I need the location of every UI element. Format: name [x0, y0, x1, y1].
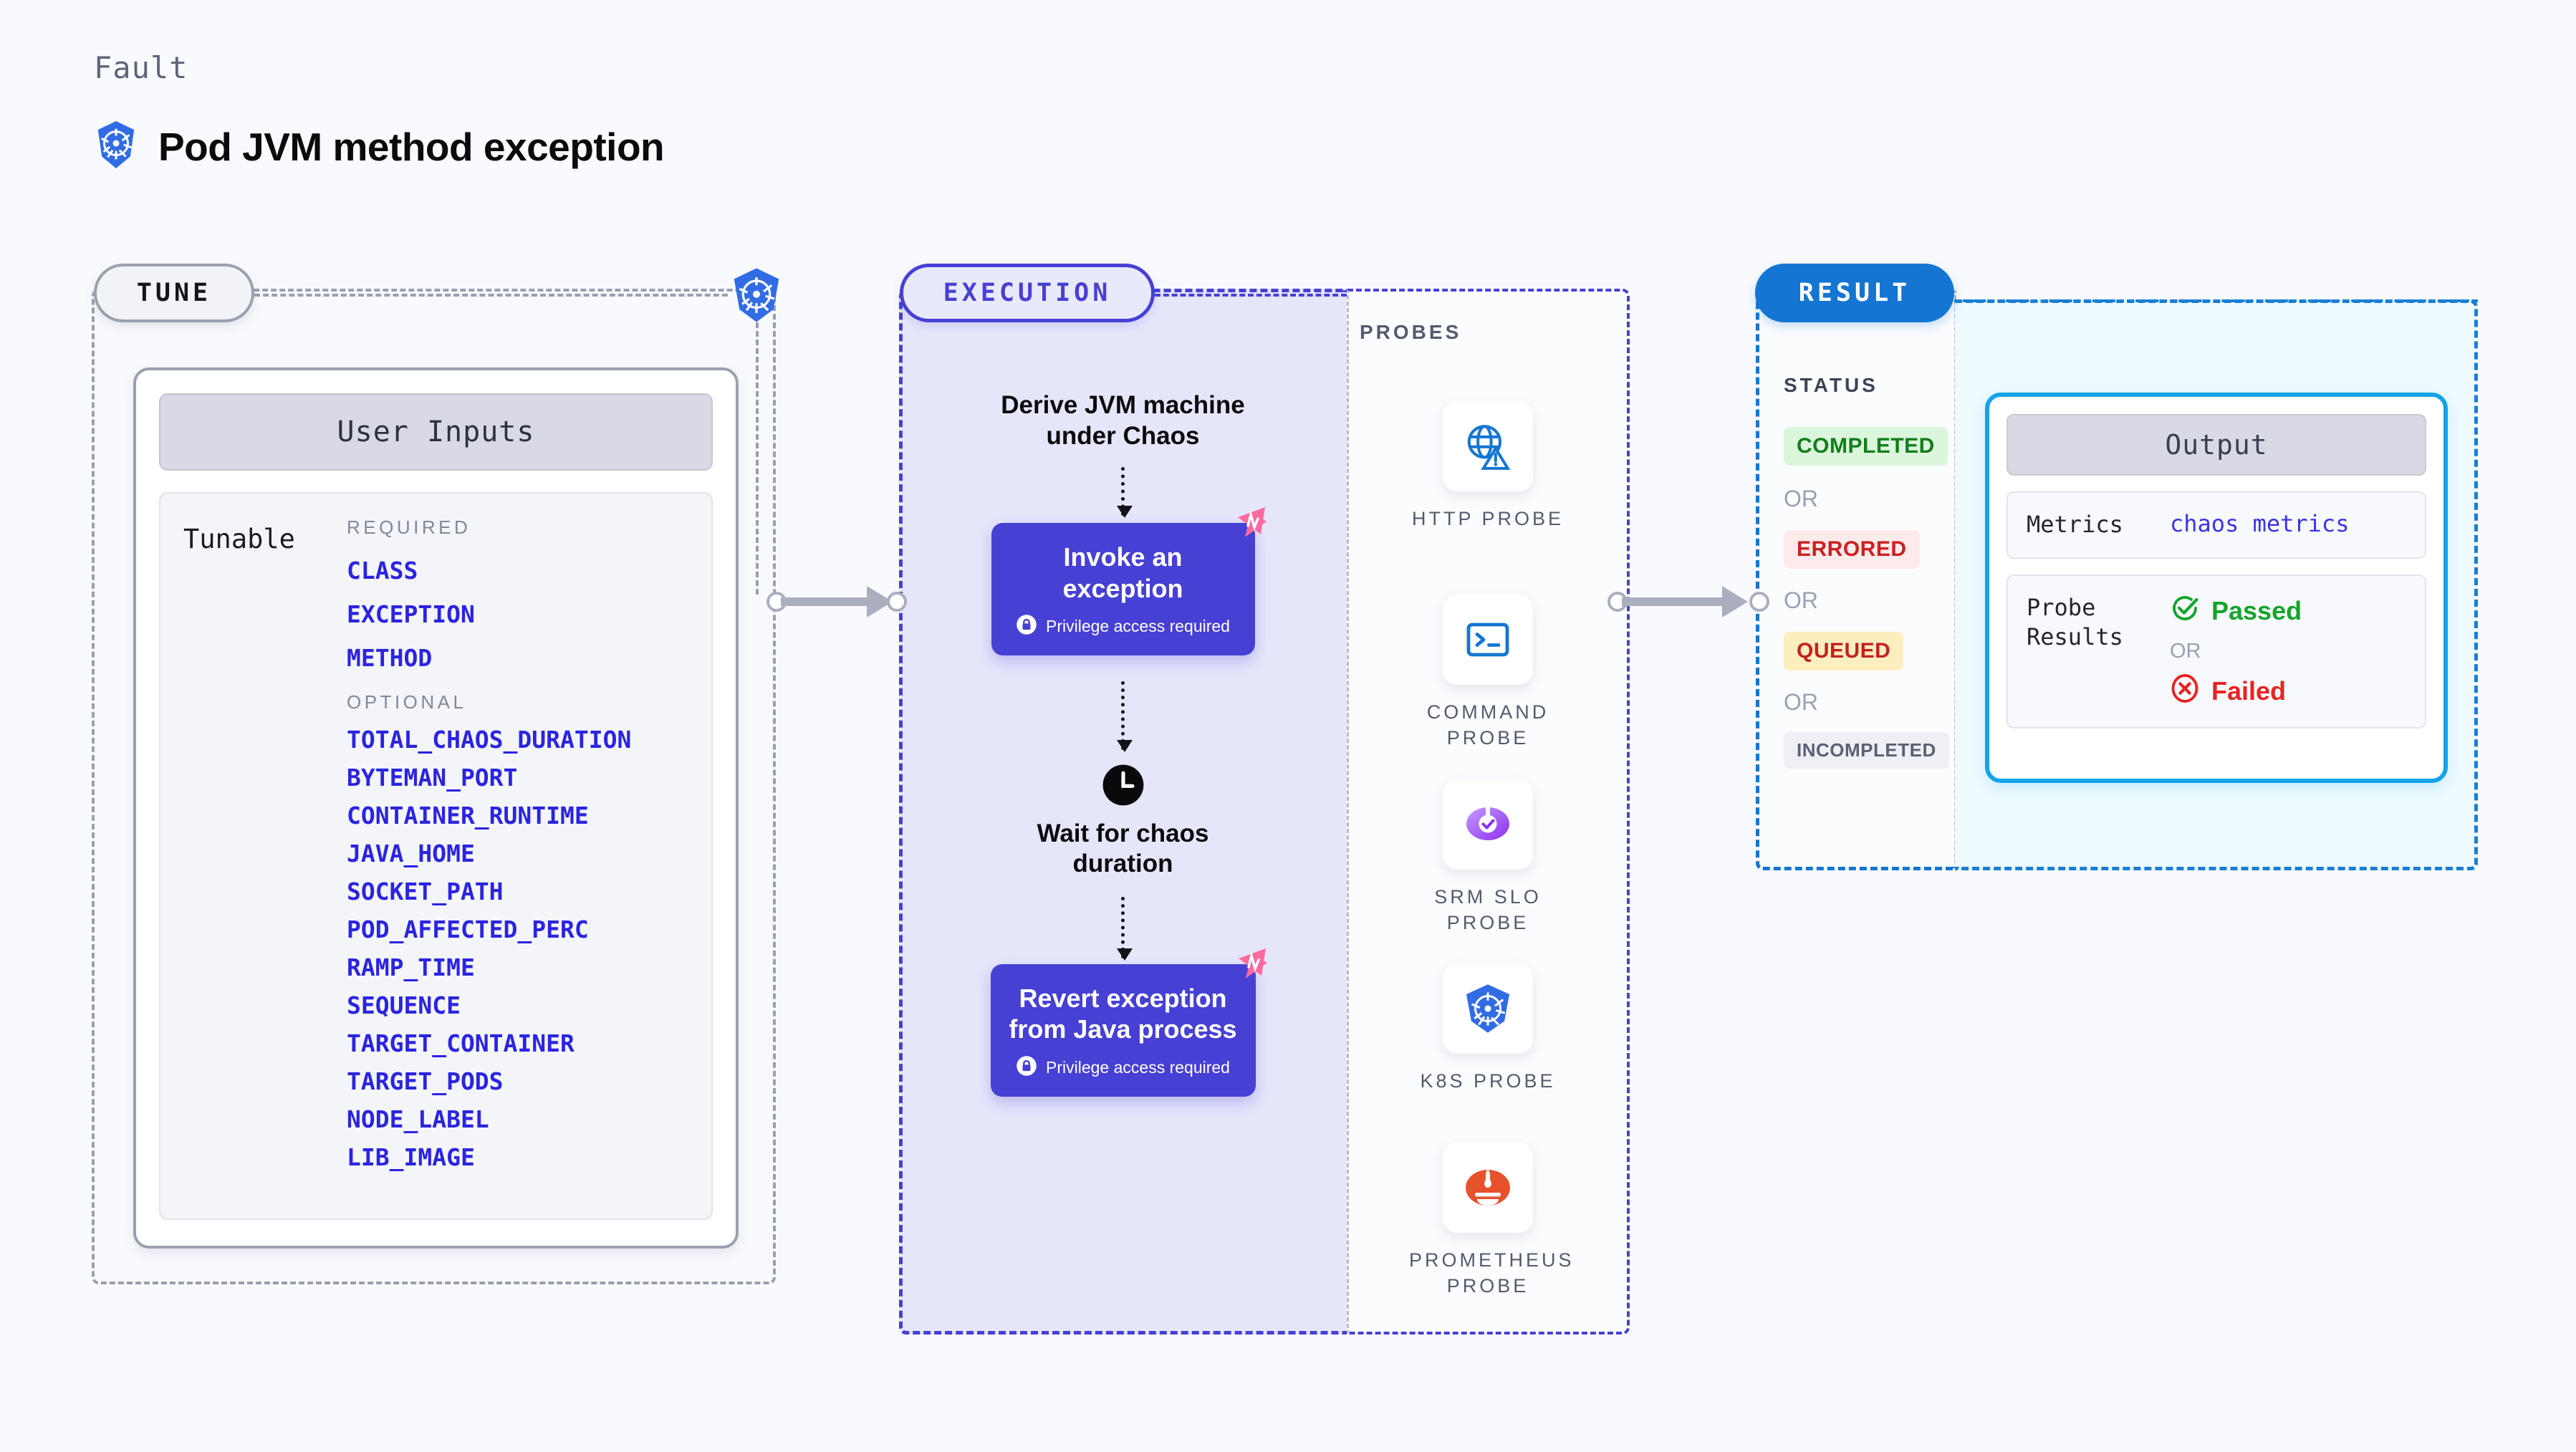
param-group-label: REQUIRED [347, 516, 471, 538]
x-circle-icon [2170, 673, 2200, 710]
probe-results-key-label: Probe Results [2027, 593, 2123, 651]
probe-command[interactable]: COMMAND PROBE [1409, 595, 1567, 751]
param-exception[interactable]: EXCEPTION [347, 600, 475, 628]
probe-label: SRM SLO PROBE [1434, 886, 1542, 934]
execution-node-revert-title: Revert exception from Java process [1009, 984, 1237, 1044]
status-badge-errored: ERRORED [1784, 530, 1920, 569]
probe-result-or: OR [2170, 639, 2201, 663]
kubernetes-badge-icon [728, 266, 785, 324]
param-lib-image[interactable]: LIB_IMAGE [347, 1143, 475, 1171]
status-or-1: OR [1784, 486, 1818, 511]
stage-frame-execution [899, 289, 1347, 1335]
probe-http[interactable]: HTTP PROBE [1409, 401, 1567, 532]
kubernetes-icon [94, 120, 138, 173]
probe-srm-slo[interactable]: SRM SLO PROBE [1409, 779, 1567, 936]
status-badge-queued: QUEUED [1784, 632, 1904, 670]
probe-result-passed: Passed [2170, 593, 2302, 630]
probe-result-passed-label: Passed [2211, 596, 2302, 626]
status-or-3: OR [1784, 689, 1818, 715]
probe-label: PROMETHEUS PROBE [1409, 1249, 1575, 1297]
page-title: Pod JVM method exception [158, 124, 665, 169]
execution-step-wait-label: Wait for chaos duration [1037, 819, 1209, 878]
kubernetes-icon [1443, 963, 1533, 1054]
terminal-icon [1443, 595, 1533, 685]
status-section-label: STATUS [1784, 374, 1878, 396]
probe-label: COMMAND PROBE [1426, 701, 1549, 749]
stage-chip-tune[interactable]: TUNE [94, 264, 254, 322]
param-ramp-time[interactable]: RAMP_TIME [347, 953, 475, 981]
flow-arrow-2 [1117, 681, 1133, 752]
lock-icon [1016, 614, 1037, 640]
stage-arrow-tune-to-execution [766, 586, 907, 617]
param-pod-affected-perc[interactable]: POD_AFFECTED_PERC [347, 915, 589, 943]
harness-logo-icon [1229, 503, 1274, 547]
stage-arrow-probes-to-result [1607, 586, 1769, 617]
param-java-home[interactable]: JAVA_HOME [347, 840, 475, 867]
page-title-row: Pod JVM method exception [94, 120, 665, 173]
tune-connector-line [254, 294, 728, 297]
output-row-metrics: Metrics chaos metrics [2007, 491, 2426, 559]
lock-icon [1016, 1055, 1037, 1081]
param-group-label: OPTIONAL [347, 691, 467, 713]
user-inputs-card-title: User Inputs [159, 393, 713, 471]
status-badge-incompleted: INCOMPLETED [1784, 732, 1949, 769]
output-row-probe-results: Probe Results Passed OR [2007, 574, 2426, 729]
probe-result-failed: Failed [2170, 673, 2302, 710]
execution-step-wait: Wait for chaos duration [899, 763, 1347, 880]
param-method[interactable]: METHOD [347, 644, 433, 672]
harness-logo-icon [1230, 944, 1274, 989]
param-class[interactable]: CLASS [347, 557, 418, 585]
privilege-note: Privilege access required [1004, 1055, 1243, 1081]
srm-slo-gauge-icon [1443, 779, 1533, 870]
tunable-row-label: Tunable [183, 524, 295, 554]
probe-label: HTTP PROBE [1411, 508, 1565, 529]
probe-prometheus[interactable]: PROMETHEUS PROBE [1409, 1143, 1575, 1299]
stage-frame-tune [92, 289, 776, 1284]
execution-node-revert-exception[interactable]: Revert exception from Java process Privi… [990, 948, 1267, 1097]
tunable-parameter-list: REQUIRED CLASS EXCEPTION METHOD OPTIONAL… [347, 516, 704, 1169]
privilege-note: Privilege access required [1004, 614, 1242, 640]
status-or-2: OR [1784, 587, 1818, 613]
metrics-value-link[interactable]: chaos metrics [2170, 510, 2350, 537]
param-node-label[interactable]: NODE_LABEL [347, 1105, 489, 1133]
param-group-required: REQUIRED CLASS EXCEPTION METHOD [347, 516, 704, 670]
stage-frame-result [1756, 289, 1956, 870]
param-target-pods[interactable]: TARGET_PODS [347, 1067, 504, 1095]
clock-icon [1101, 763, 1145, 807]
execution-connector-line [1155, 294, 1347, 297]
execution-node-invoke-title: Invoke an exception [1062, 542, 1183, 603]
page-kicker: Fault [94, 50, 188, 85]
execution-flow: Derive JVM machine under Chaos Invoke an… [899, 390, 1347, 1097]
execution-step-derive-label: Derive JVM machine under Chaos [1001, 391, 1245, 450]
privilege-note-label: Privilege access required [1046, 1058, 1230, 1077]
param-byteman-port[interactable]: BYTEMAN_PORT [347, 764, 518, 792]
execution-node-invoke-exception[interactable]: Invoke an exception Privilege access req… [991, 507, 1267, 655]
tune-connector-drop [756, 322, 759, 595]
param-group-optional: OPTIONAL TOTAL_CHAOS_DURATION BYTEMAN_PO… [347, 691, 704, 1169]
flow-arrow-3 [1117, 897, 1133, 961]
flow-arrow-1 [1117, 467, 1133, 519]
probe-k8s[interactable]: K8S PROBE [1409, 963, 1567, 1094]
stage-chip-result[interactable]: RESULT [1755, 264, 1954, 322]
param-target-container[interactable]: TARGET_CONTAINER [347, 1029, 575, 1057]
check-circle-icon [2170, 593, 2200, 630]
result-connector-line [1954, 299, 2478, 302]
status-badge-completed: COMPLETED [1784, 427, 1948, 466]
probe-result-failed-label: Failed [2211, 676, 2287, 706]
param-sequence[interactable]: SEQUENCE [347, 991, 461, 1019]
globe-warning-icon [1443, 401, 1533, 491]
output-card: Output Metrics chaos metrics Probe Resul… [1985, 393, 2448, 783]
privilege-note-label: Privilege access required [1046, 617, 1230, 636]
user-inputs-card: User Inputs Tunable REQUIRED CLASS EXCEP… [133, 367, 739, 1249]
param-total-chaos-duration[interactable]: TOTAL_CHAOS_DURATION [347, 726, 632, 754]
param-container-runtime[interactable]: CONTAINER_RUNTIME [347, 802, 589, 830]
prometheus-icon [1443, 1143, 1533, 1233]
output-card-title: Output [2007, 414, 2426, 476]
probe-label: K8S PROBE [1420, 1070, 1556, 1092]
metrics-key-label: Metrics [2027, 511, 2123, 538]
stage-chip-execution[interactable]: EXECUTION [900, 264, 1155, 322]
user-inputs-card-body: Tunable REQUIRED CLASS EXCEPTION METHOD … [159, 492, 713, 1220]
param-socket-path[interactable]: SOCKET_PATH [347, 878, 504, 905]
probes-section-label: PROBES [1360, 321, 1462, 343]
